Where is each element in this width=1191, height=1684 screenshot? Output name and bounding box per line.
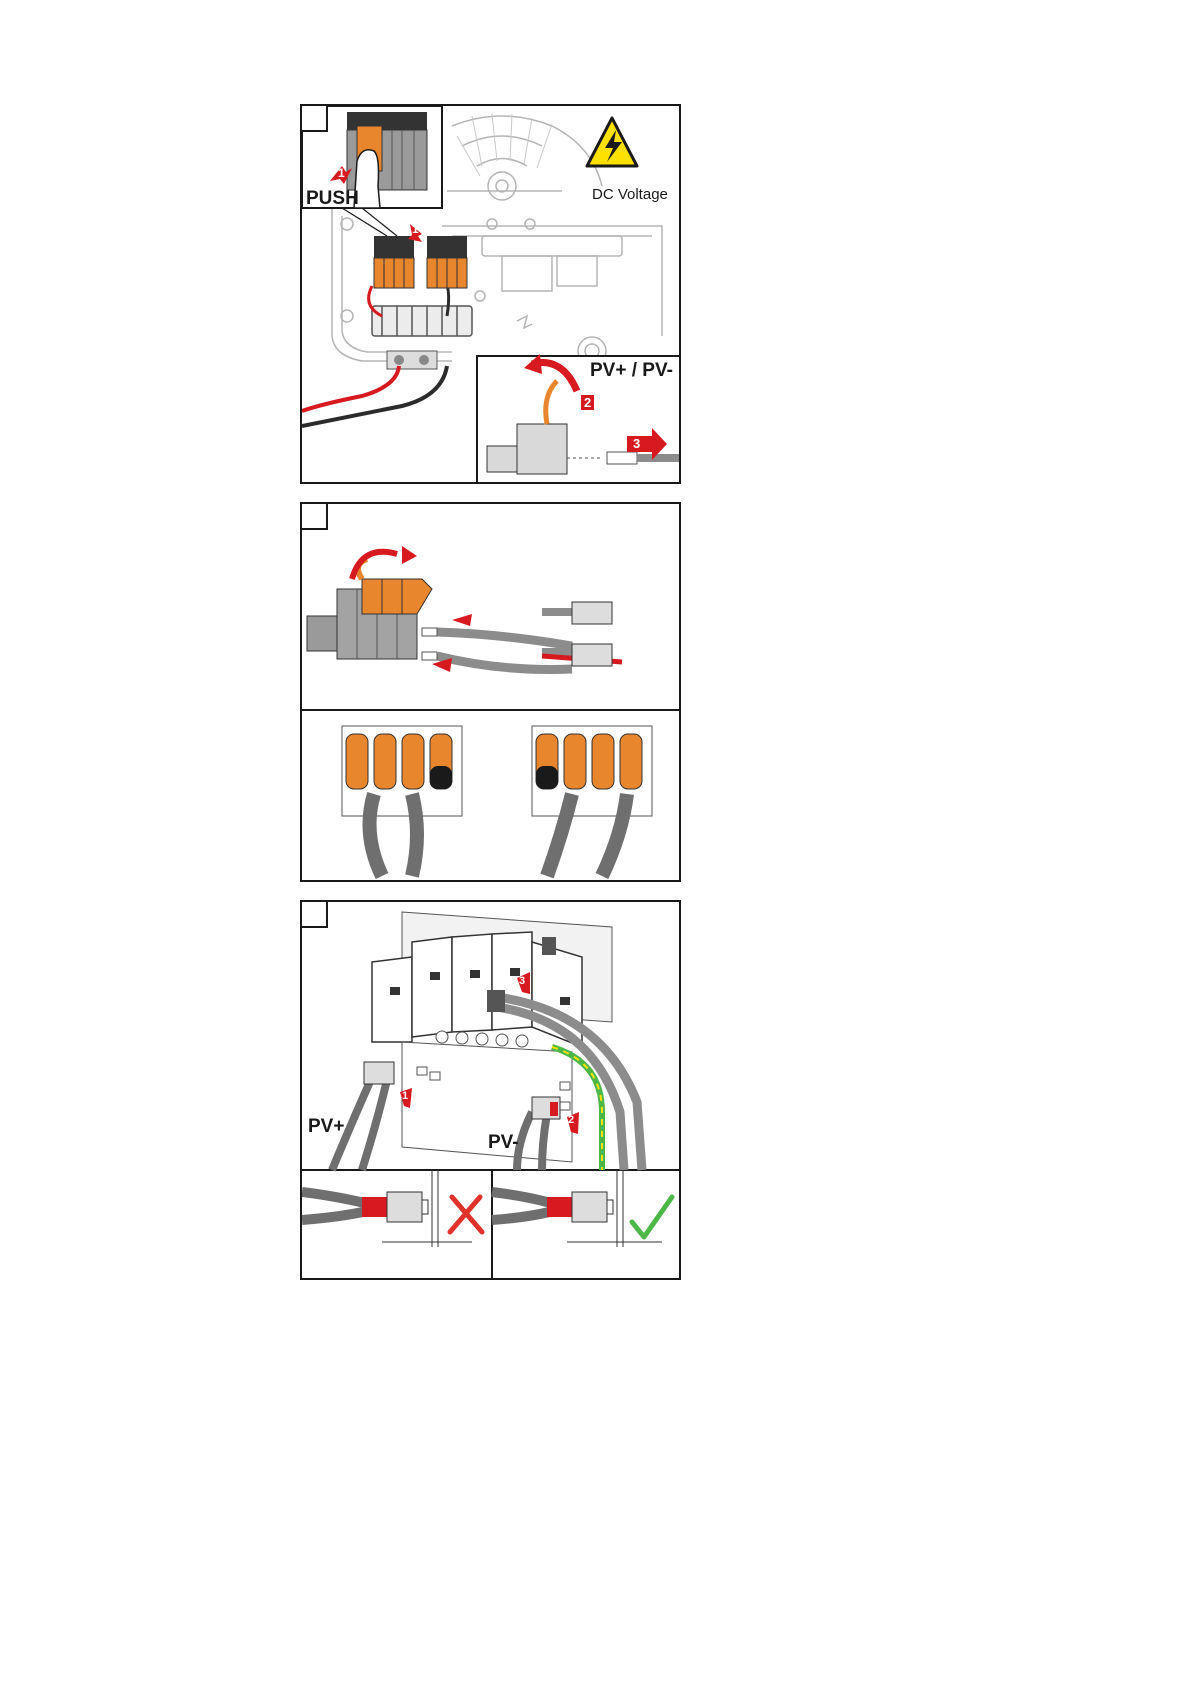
step-number-box <box>302 504 328 530</box>
figure-panel-1: PUSH DC Voltage PV+ / PV- 1 1 2 3 <box>300 104 681 484</box>
pv-plus-minus-label: PV+ / PV- <box>590 360 673 382</box>
callout-3: 3 <box>519 975 525 987</box>
callout-1-inset: 1 <box>338 166 345 180</box>
panel-3-illustration <box>302 902 681 1280</box>
panel-2-illustration <box>302 504 681 882</box>
pv-plus-label: PV+ <box>308 1116 344 1138</box>
dc-voltage-label: DC Voltage <box>592 186 668 203</box>
callout-2: 2 <box>568 1114 574 1126</box>
step-number-box <box>302 106 328 132</box>
figure-panel-3: PV+ PV- 1 2 3 <box>300 900 681 1280</box>
callout-2: 2 <box>581 395 594 410</box>
callout-1-device: 1 <box>412 222 419 236</box>
pv-minus-label: PV- <box>488 1132 519 1154</box>
callout-3: 3 <box>633 436 640 451</box>
callout-1: 1 <box>402 1090 408 1102</box>
push-label: PUSH <box>306 188 359 210</box>
panel-1-illustration <box>302 106 681 484</box>
figure-panel-2 <box>300 502 681 882</box>
step-number-box <box>302 902 328 928</box>
